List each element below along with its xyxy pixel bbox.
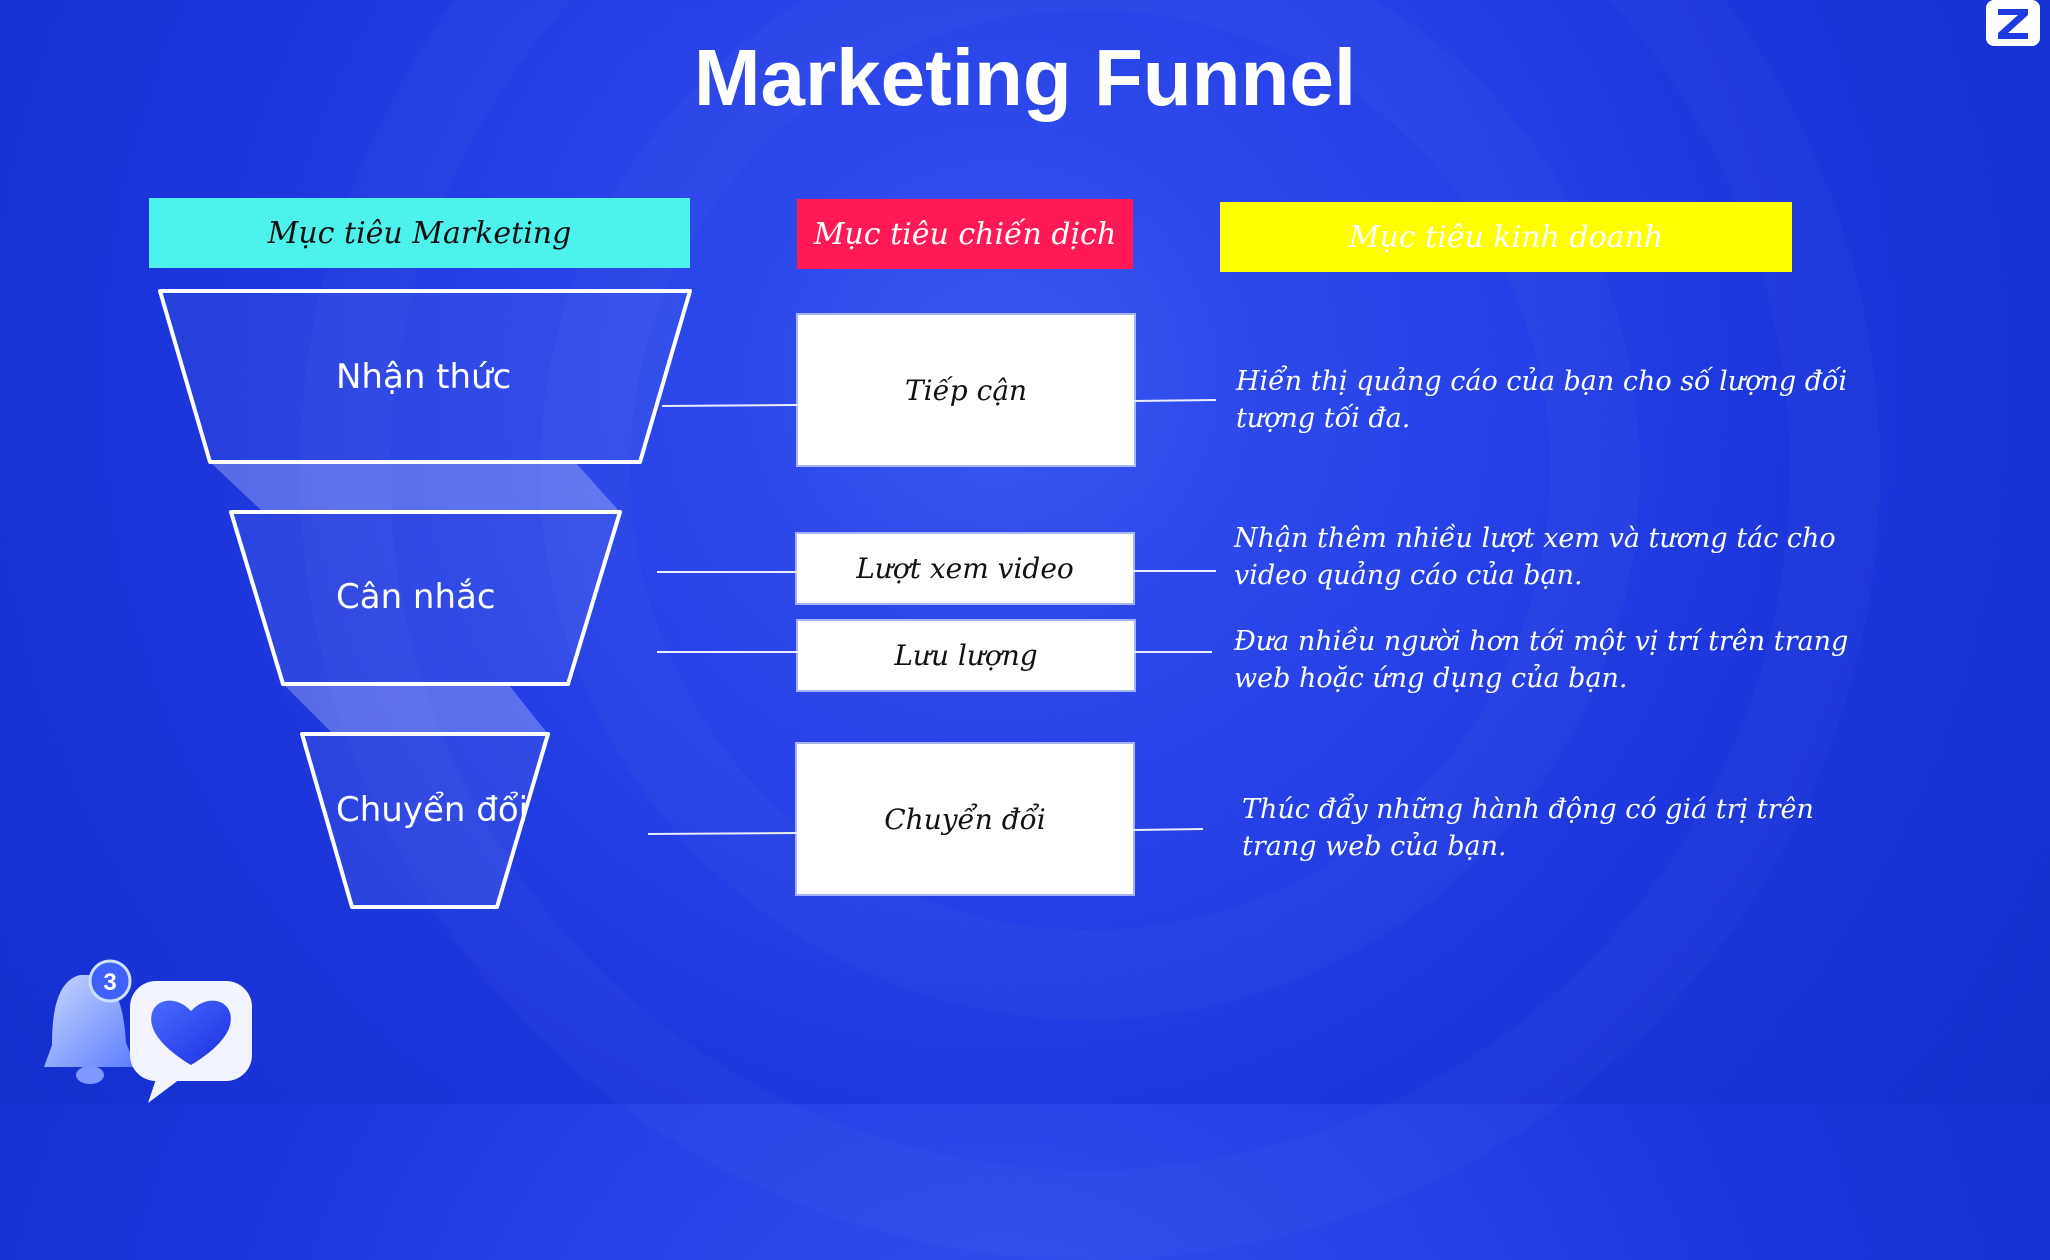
stage-label-consideration: Cân nhắc (336, 577, 496, 617)
funnel-connector (210, 462, 620, 512)
business-goal-reach: Hiển thị quảng cáo của bạn cho số lượng … (1236, 366, 1848, 434)
connector-line (1133, 399, 1217, 402)
brand-logo-icon (1986, 0, 2040, 46)
connector-line (647, 832, 798, 835)
notification-badge: 3 (88, 959, 132, 1003)
campaign-goal-conversion: Chuyển đổi (797, 744, 1133, 894)
campaign-goal-video-views: Lượt xem video (797, 534, 1133, 603)
funnel-level-awareness (158, 289, 692, 464)
notification-count: 3 (103, 969, 116, 996)
header-marketing-goals: Mục tiêu Marketing (149, 198, 690, 268)
stage-label-conversion: Chuyển đổi (336, 790, 529, 830)
header-campaign-goals: Mục tiêu chiến dịch (797, 199, 1133, 269)
business-goal-conversion: Thúc đẩy những hành động có giá trị trên… (1242, 794, 1814, 862)
funnel-connector (283, 684, 548, 734)
connector-line (1132, 828, 1204, 831)
heart-icon (151, 1000, 231, 1065)
campaign-goal-reach: Tiếp cận (798, 315, 1134, 465)
notification-decoration: 3 (44, 959, 252, 1103)
funnel-level-conversion (300, 732, 550, 909)
business-goal-traffic: Đưa nhiều người hơn tới một vị trí trên … (1234, 626, 1849, 694)
page-title: Marketing Funnel (693, 33, 1357, 122)
stage-label-awareness: Nhận thức (336, 357, 512, 397)
funnel-level-consideration (229, 510, 622, 686)
header-business-goals: Mục tiêu kinh doanh (1220, 202, 1792, 272)
campaign-goal-traffic: Lưu lượng (798, 621, 1134, 690)
funnel-diagram (158, 289, 1217, 909)
connector-line (661, 404, 799, 407)
business-goal-video-views: Nhận thêm nhiều lượt xem và tương tác ch… (1234, 523, 1836, 591)
